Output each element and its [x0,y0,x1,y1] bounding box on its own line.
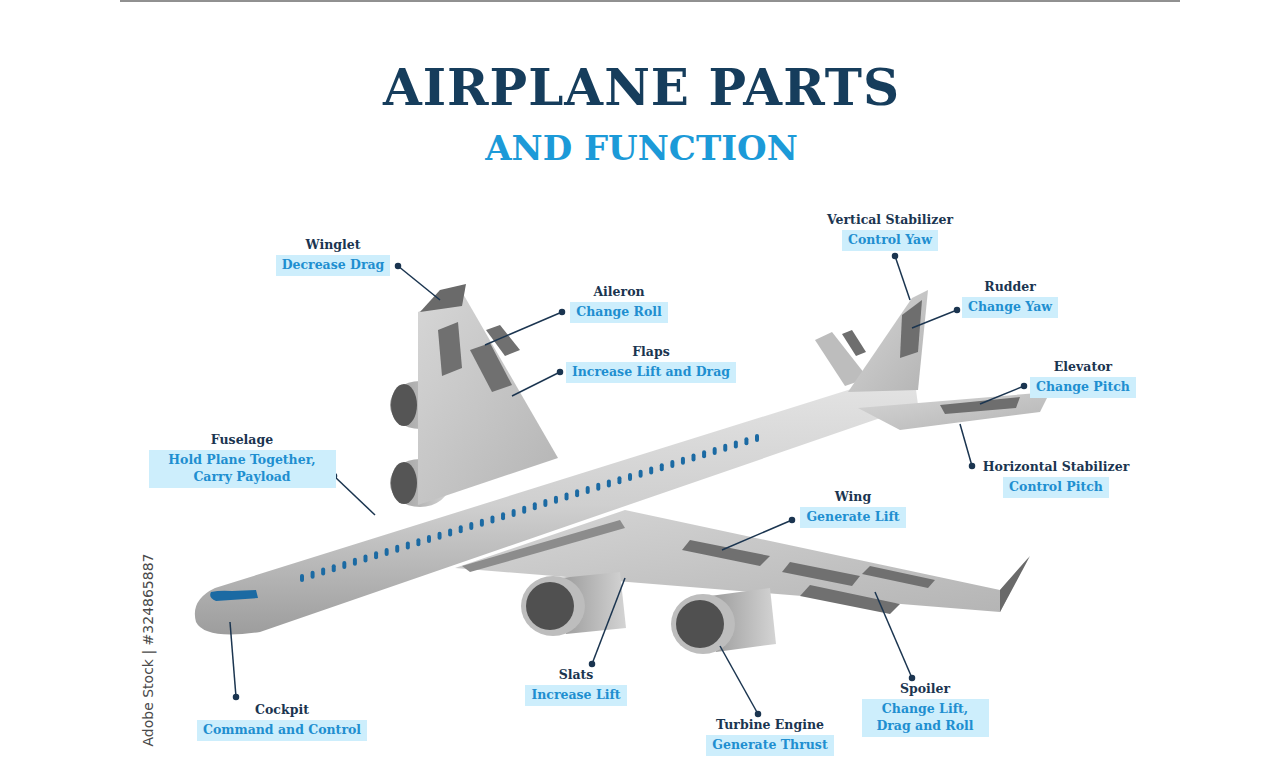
part-name: Winglet [306,237,361,252]
cockpit-window [210,590,258,601]
callout-box: CockpitCommand and Control [197,702,367,741]
function-label: Change Pitch [1030,377,1136,398]
function-label: Change Lift, Drag and Roll [862,699,989,737]
function-label: Decrease Drag [276,255,391,276]
frame-line [120,1,1180,2]
part-name: Rudder [984,279,1036,294]
function-label: Hold Plane Together, Carry Payload [149,450,336,488]
callout-box: FlapsIncrease Lift and Drag [566,344,736,383]
function-label: Generate Lift [800,507,905,528]
callout-box: WingGenerate Lift [800,489,905,528]
subtitle: AND FUNCTION [0,128,1283,168]
function-label: Increase Lift [525,685,626,706]
callout-box: Horizontal StabilizerControl Pitch [983,459,1130,498]
callout-box: ElevatorChange Pitch [1030,359,1136,398]
leader-lines [230,254,1027,717]
callout-box: SpoilerChange Lift, Drag and Roll [862,681,989,737]
callout-box: WingletDecrease Drag [276,237,391,276]
function-label: Generate Thrust [706,735,833,756]
callout-box: Turbine EngineGenerate Thrust [706,717,833,756]
callout-box: RudderChange Yaw [962,279,1058,318]
near-engines [521,572,776,654]
callout-box: AileronChange Roll [570,284,668,323]
part-name: Cockpit [255,702,309,717]
callout-box: Vertical StabilizerControl Yaw [827,212,953,251]
part-name: Spoiler [900,681,950,696]
part-name: Vertical Stabilizer [827,212,953,227]
part-name: Fuselage [211,432,273,447]
part-name: Horizontal Stabilizer [983,459,1130,474]
function-label: Increase Lift and Drag [566,362,736,383]
part-name: Flaps [632,344,670,359]
part-name: Wing [835,489,871,504]
page-title: AIRPLANE PARTS [0,58,1283,117]
fuselage-body [195,376,918,634]
near-stabilizer [858,392,1050,430]
function-label: Change Yaw [962,297,1058,318]
part-name: Aileron [593,284,644,299]
part-name: Slats [559,667,594,682]
far-wing [418,284,558,505]
part-name: Elevator [1054,359,1112,374]
function-label: Control Yaw [842,230,938,251]
function-label: Command and Control [197,720,367,741]
function-label: Change Roll [570,302,668,323]
part-name: Turbine Engine [716,717,824,732]
stock-credit: Adobe Stock | #324865887 [140,554,156,747]
vertical-stabilizer [848,290,928,392]
callout-box: FuselageHold Plane Together, Carry Paylo… [149,432,336,488]
callout-box: SlatsIncrease Lift [525,667,626,706]
function-label: Control Pitch [1003,477,1109,498]
